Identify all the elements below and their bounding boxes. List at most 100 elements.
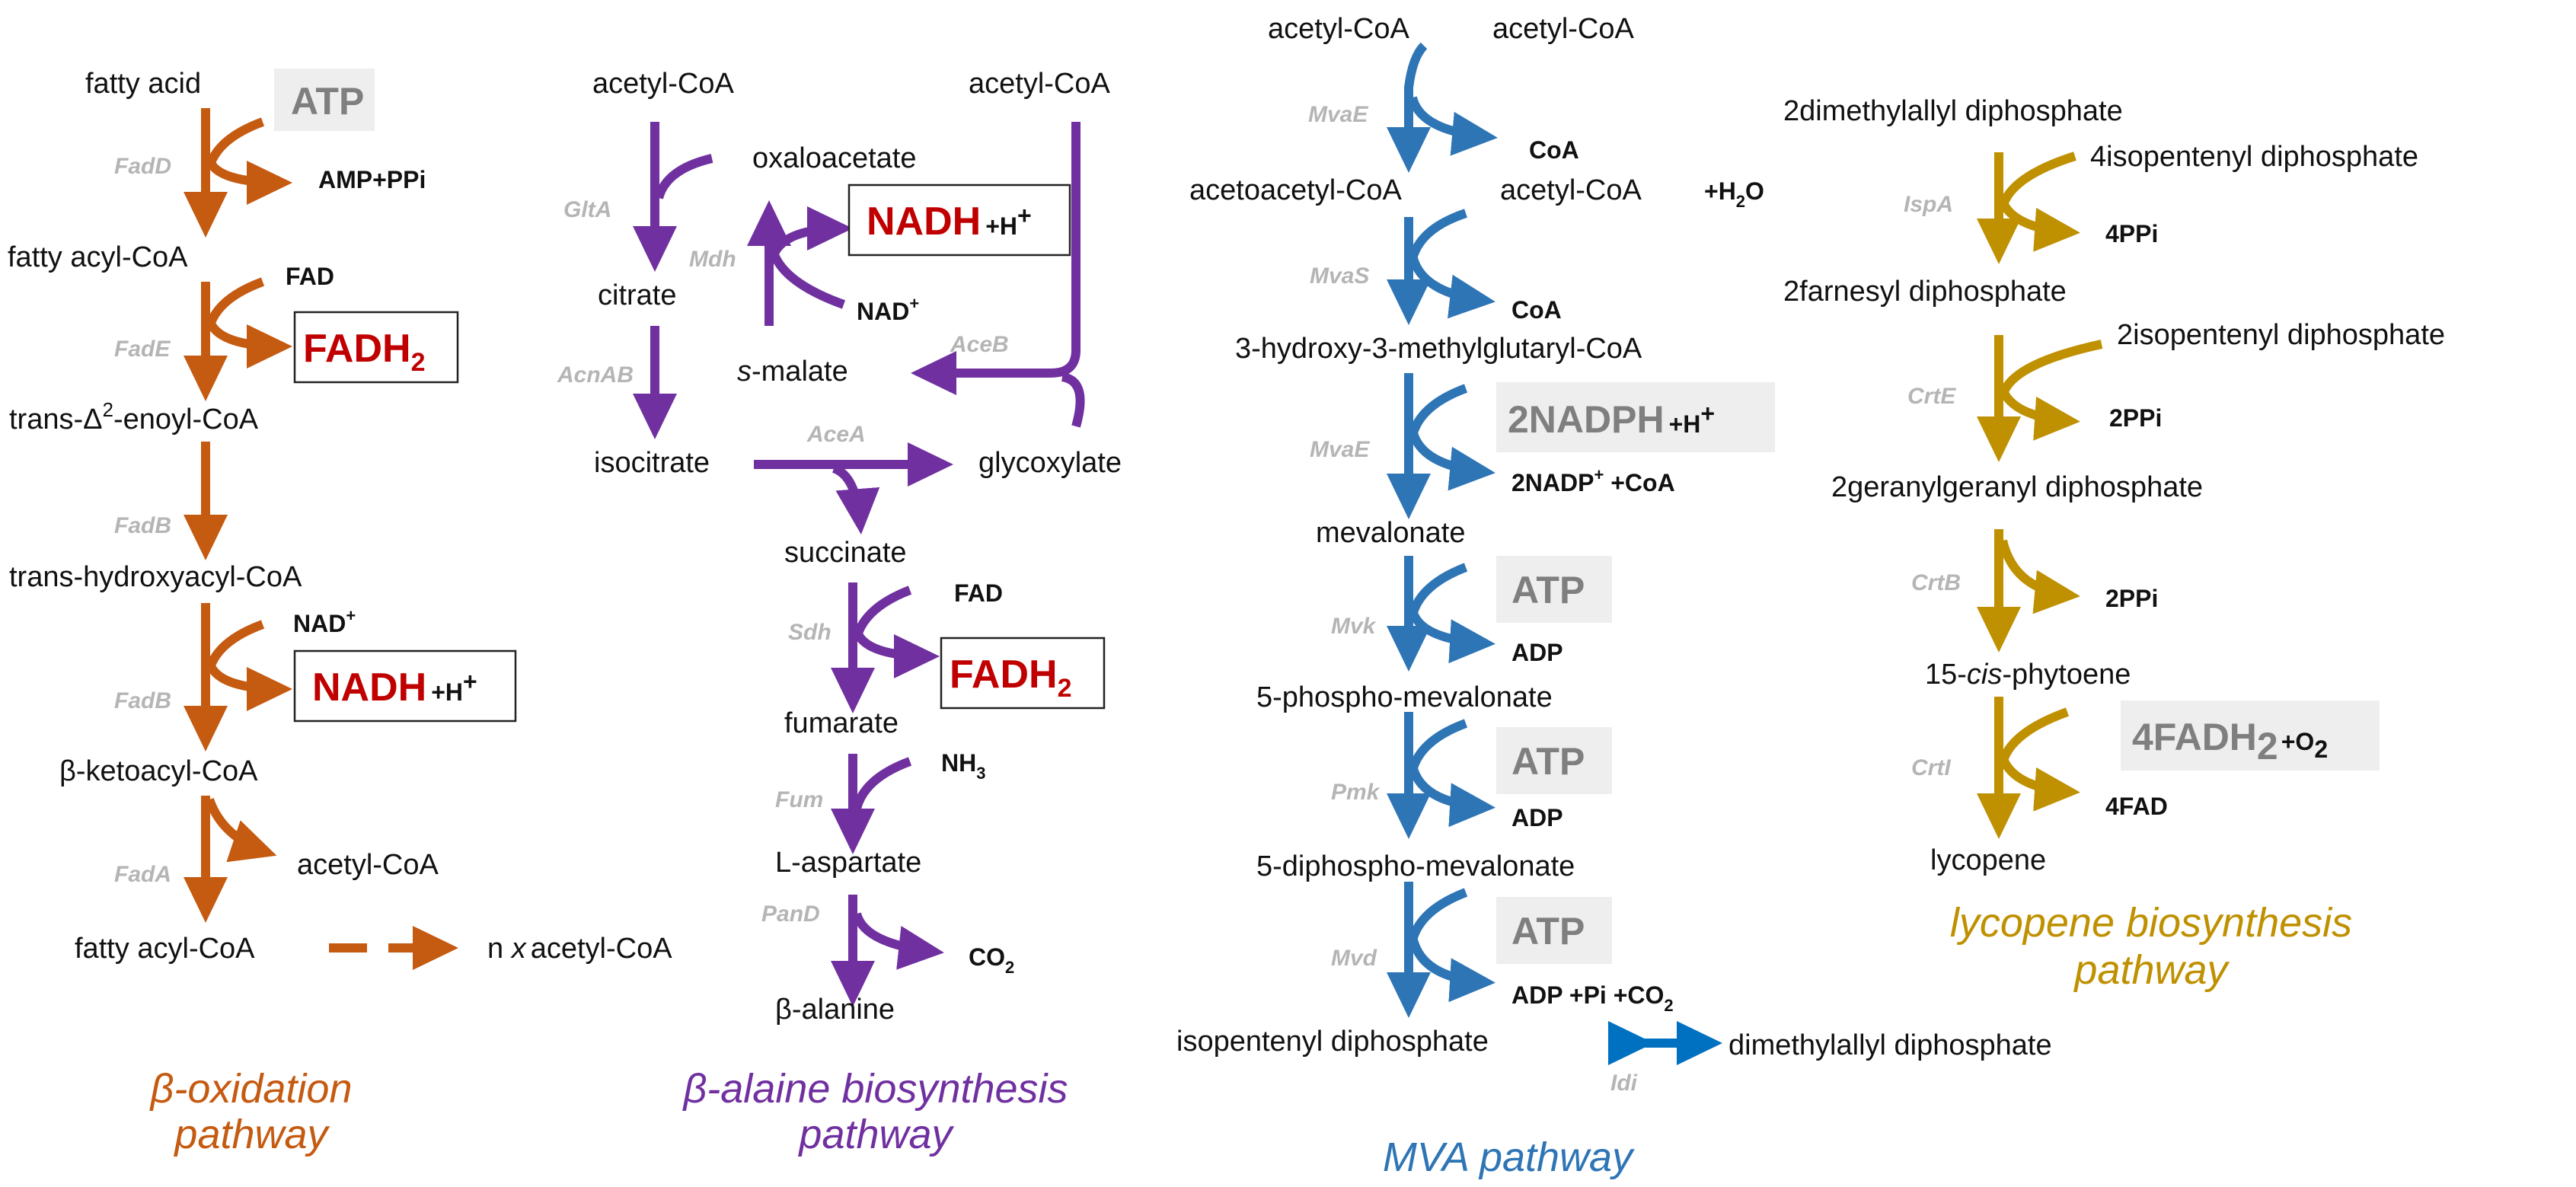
arrow-fadE-in: [205, 277, 265, 329]
coa-2: CoA: [1511, 296, 1562, 324]
arrow-ispA-in: [1998, 152, 2076, 209]
isopentenyl-diphosphate: isopentenyl diphosphate: [1176, 1026, 1489, 1058]
beta-alanine-pathway: acetyl-CoA acetyl-CoA oxaloacetate NADH+…: [557, 68, 1122, 1157]
trans-hydroxyacyl-coa: trans-hydroxyacyl-CoA: [9, 561, 302, 593]
h2o-label: +H2O: [1704, 177, 1764, 211]
atp-mva-1: ATP: [1511, 569, 1585, 611]
farnesyl-diphosphate: 2farnesyl diphosphate: [1783, 276, 2067, 308]
enzyme-idi: Idi: [1610, 1071, 1638, 1096]
fadh2-box-sdh: [940, 637, 1106, 710]
arrow-pmk-out: [1408, 764, 1495, 828]
enzyme-mdh: Mdh: [689, 247, 736, 272]
enzyme-fadA: FadA: [114, 862, 171, 887]
amp-ppi: AMP+PPi: [318, 166, 426, 193]
arrow-fadD-in: [205, 117, 265, 169]
fatty-acyl-coa-2: fatty acyl-CoA: [75, 933, 255, 965]
enzyme-mvaS: MvaS: [1310, 263, 1369, 289]
arrow-aceB: [911, 122, 1081, 395]
arrow-ispA-out: [1998, 199, 2080, 252]
atp-box: [274, 69, 375, 131]
fadh2-label: FADH2: [303, 327, 425, 377]
fatty-acyl-coa: fatty acyl-CoA: [8, 241, 188, 273]
enzyme-aceB: AceB: [950, 332, 1009, 357]
arrow-crtI-in: [1998, 707, 2070, 764]
enzyme-aceA: AceA: [806, 422, 866, 447]
enzyme-crtE: CrtE: [1907, 384, 1956, 409]
acetyl-coa-product: acetyl-CoA: [297, 849, 439, 881]
enzyme-mvd: Mvd: [1331, 946, 1377, 971]
lycopene: lycopene: [1930, 844, 2046, 876]
enzyme-crtI: CrtI: [1911, 755, 1951, 780]
fad-4: 4FAD: [2105, 793, 2168, 820]
acetyl-coa-1: acetyl-CoA: [592, 68, 734, 100]
co2-label: CO2: [969, 943, 1014, 977]
fumarate: fumarate: [784, 707, 899, 739]
arrow-fadD-out: [205, 158, 292, 205]
arrow-gltA-in: [654, 154, 713, 199]
beta-alanine-title-1: β-alaine biosynthesis: [682, 1066, 1068, 1112]
ppi-4: 4PPi: [2105, 220, 2158, 247]
fadh2-o2-label: 4FADH2+O2: [2132, 716, 2328, 767]
atp-box-3: [1496, 897, 1612, 964]
atp-mva-3: ATP: [1511, 910, 1585, 952]
arrow-mvaE-1-out: [1408, 96, 1498, 156]
arrow-fadE-out: [205, 317, 292, 369]
arrow-mvaS-out: [1408, 254, 1495, 319]
oxaloacetate: oxaloacetate: [752, 142, 917, 174]
beta-alanine: β-alanine: [775, 994, 895, 1026]
enzyme-fadE: FadE: [114, 337, 171, 362]
atp-mva-2: ATP: [1511, 740, 1585, 783]
nh3-label: NH3: [941, 749, 985, 783]
arrow-fadA-out: [205, 797, 277, 863]
fad-label: FAD: [286, 263, 334, 290]
lycopene-pathway: 2dimethylallyl diphosphate 4isopentenyl …: [1783, 95, 2445, 993]
arrow-crtB-out: [1998, 539, 2080, 614]
arrow-mvaE-1: [1387, 42, 1431, 173]
enzyme-crtB: CrtB: [1911, 570, 1961, 595]
beta-alanine-title-2: pathway: [797, 1112, 954, 1157]
isopentenyl-diphosphate-2: 2isopentenyl diphosphate: [2117, 319, 2445, 351]
enzyme-pmk: Pmk: [1331, 780, 1381, 805]
arrow-crtE-in: [1998, 340, 2103, 397]
nadh-box-mdh: [847, 183, 1071, 257]
atp-box-2: [1496, 727, 1612, 794]
beta-oxidation-pathway: fatty acid ATP FadD AMP+PPi fatty acyl-C…: [8, 68, 672, 1157]
enzyme-fadB-1: FadB: [114, 513, 171, 538]
enzyme-mvk: Mvk: [1331, 614, 1377, 639]
arrow-fum-in: [852, 757, 912, 810]
mva-title: MVA pathway: [1383, 1134, 1635, 1180]
mva-pathway: acetyl-CoA acetyl-CoA MvaE CoA acetoacet…: [1176, 13, 2052, 1180]
nad-label-mdh: NAD+: [857, 294, 919, 325]
citrate: citrate: [598, 279, 676, 311]
adp-pi-co2: ADP +Pi +CO2: [1511, 981, 1674, 1015]
arrow-aceB-gly: [1061, 372, 1085, 428]
arrow-mvaE-2-in: [1408, 384, 1468, 437]
arrow-mvk-in: [1408, 563, 1468, 617]
lycopene-title-1: lycopene biosynthesis: [1950, 900, 2352, 946]
coa-1: CoA: [1529, 136, 1579, 164]
fadh2-box: [293, 311, 459, 384]
glycoxylate: glycoxylate: [978, 447, 1122, 479]
beta-oxidation-title-1: β-oxidation: [149, 1066, 353, 1112]
phospho-mevalonate: 5-phospho-mevalonate: [1256, 681, 1553, 713]
lycopene-title-2: pathway: [2073, 947, 2230, 993]
fatty-acid: fatty acid: [85, 68, 201, 100]
enzyme-fadD: FadD: [114, 154, 171, 179]
dimethylallyl-diphosphate-2: 2dimethylallyl diphosphate: [1783, 95, 2123, 127]
ppi-2b: 2PPi: [2105, 585, 2158, 612]
arrow-crtI-out: [1998, 755, 2080, 812]
ppi-2a: 2PPi: [2109, 404, 2162, 432]
arrow-aceA-succ: [832, 464, 880, 534]
arrow-mvk-out: [1408, 608, 1495, 664]
arrow-mvd-in: [1408, 888, 1468, 942]
enzyme-ispA: IspA: [1904, 192, 1953, 217]
adp-1: ADP: [1511, 639, 1563, 666]
fadh2-o2-box: [2121, 700, 2380, 771]
nadh-label: NADH+H+: [312, 665, 477, 710]
nadph-label: 2NADPH+H+: [1508, 398, 1715, 441]
diphospho-mevalonate: 5-diphospho-mevalonate: [1256, 850, 1575, 882]
enzyme-sdh: Sdh: [788, 620, 832, 645]
arrow-fadB2-in: [205, 620, 265, 672]
dimethylallyl-diphosphate: dimethylallyl diphosphate: [1729, 1029, 2052, 1061]
